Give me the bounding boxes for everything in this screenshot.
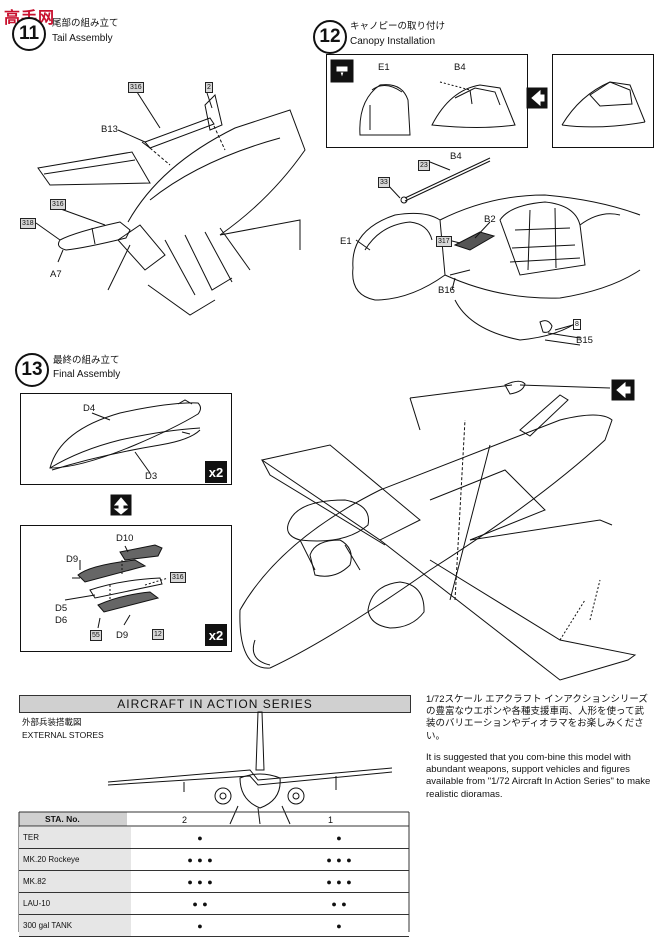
part-d3-label: D3 (145, 471, 158, 482)
store-sta1: ● ● ● (270, 870, 409, 893)
table-row: LAU-10 ● ● ● ● (19, 892, 409, 915)
station-1-label: 1 (328, 815, 334, 825)
step-12-title-en: Canopy Installation (350, 36, 436, 47)
step-13-number: 13 (15, 353, 49, 387)
store-sta2: ● ● ● (131, 870, 270, 893)
table-row: TER ● ● (19, 827, 409, 849)
part-b2-label: B2 (484, 214, 496, 225)
store-sta1: ● ● (270, 892, 409, 915)
part-8-tag: 8 (573, 319, 581, 330)
step-13-title-en: Final Assembly (53, 369, 121, 380)
table-row: 300 gal TANK ● ● (19, 914, 409, 937)
part-d4-label: D4 (83, 403, 96, 414)
part-318-tag: 318 (20, 218, 36, 229)
store-sta2: ● (131, 827, 270, 849)
step-11-title-en: Tail Assembly (52, 33, 113, 44)
sta-no-label: STA. No. (45, 814, 80, 824)
step-11-title-jp: 尾部の組み立て (52, 18, 119, 29)
store-sta1: ● ● ● (270, 848, 409, 871)
note-jp: 1/72スケール エアクラフト インアクションシリーズの豊富なウエポンや各種支援… (426, 694, 648, 742)
part-d9-label-2: D9 (116, 630, 129, 641)
part-d9-label: D9 (66, 554, 79, 565)
part-55-tag: 55 (90, 630, 102, 641)
tank-x2-badge: x2 (205, 461, 227, 483)
part-d5-label: D5 (55, 603, 68, 614)
ter-x2-badge: x2 (205, 624, 227, 646)
part-a7-label: A7 (50, 269, 62, 280)
table-row: MK.20 Rockeye ● ● ● ● ● ● (19, 848, 409, 871)
part-316-tag: 316 (128, 82, 144, 93)
part-b13-label: B13 (101, 124, 118, 135)
store-name: TER (19, 827, 131, 849)
part-12-tag: 12 (152, 629, 164, 640)
station-2-label: 2 (182, 815, 188, 825)
external-stores-title-jp: 外部兵装搭載図 (22, 717, 82, 727)
store-sta1: ● (270, 914, 409, 937)
aia-series-title: AIRCRAFT IN ACTION SERIES (19, 695, 411, 713)
store-name: 300 gal TANK (19, 914, 131, 937)
note-en: It is suggested that you com-bine this m… (426, 752, 651, 800)
part-b15-label: B15 (576, 335, 593, 346)
part-316-tag-2: 316 (50, 199, 66, 210)
external-stores-title-en: EXTERNAL STORES (22, 730, 104, 740)
external-stores-table: TER ● ● MK.20 Rockeye ● ● ● ● ● ● MK.82 … (19, 827, 409, 937)
part-33-tag: 33 (378, 177, 390, 188)
part-b16-label: B16 (438, 285, 455, 296)
part-d10-label: D10 (116, 533, 134, 544)
part-316-tag-3: 316 (170, 572, 186, 583)
table-row: MK.82 ● ● ● ● ● ● (19, 870, 409, 893)
part-317-tag: 317 (436, 236, 452, 247)
store-sta2: ● ● (131, 892, 270, 915)
step-12-title-jp: キャノピーの取り付け (350, 21, 446, 32)
store-name: LAU-10 (19, 892, 131, 915)
part-d6-label: D6 (55, 615, 68, 626)
step-11-number: 11 (12, 17, 46, 51)
step-12-number: 12 (313, 20, 347, 54)
part-e1-label-2: E1 (340, 236, 352, 247)
part-23-tag: 23 (418, 160, 430, 171)
store-sta2: ● ● ● (131, 848, 270, 871)
store-sta1: ● (270, 827, 409, 849)
store-name: MK.20 Rockeye (19, 848, 131, 871)
part-b4-label-2: B4 (450, 151, 462, 162)
part-e1-label: E1 (378, 62, 390, 73)
part-b4-label: B4 (454, 62, 466, 73)
store-name: MK.82 (19, 870, 131, 893)
part-2-tag: 2 (205, 82, 213, 93)
store-sta2: ● (131, 914, 270, 937)
ter-assembly-panel (20, 525, 232, 652)
step-13-title-jp: 最終の組み立て (53, 355, 120, 366)
